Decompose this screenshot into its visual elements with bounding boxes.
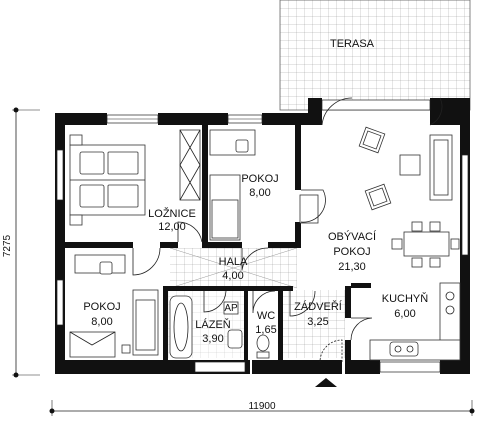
room-name-wc: WC (257, 310, 275, 322)
height-dimension: 7275 (2, 107, 40, 378)
kitchen-furniture (369, 282, 461, 361)
width-dimension-label: 11900 (248, 401, 276, 412)
room-name-hala: HALA (219, 256, 248, 268)
room-name-kuchyn: KUCHYŇ (382, 292, 429, 305)
bedroom-furniture (69, 129, 201, 226)
room-labels: LOŽNICE 12,00 POKOJ 8,00 OBÝVACÍ POKOJ 2… (83, 173, 428, 345)
room-area-kuchyn: 6,00 (394, 308, 415, 320)
room-name2-obyvaci: POKOJ (333, 246, 370, 258)
room-name-loznice: LOŽNICE (148, 207, 196, 220)
room-name-lazen: LÁZEŇ (195, 318, 231, 331)
room-area-hala: 4,00 (222, 270, 243, 282)
height-dimension-label: 7275 (2, 234, 13, 257)
terrace: TERASA (279, 0, 471, 111)
room-name-obyvaci: OBÝVACÍ (328, 230, 377, 243)
room-area-pokoj2: 8,00 (91, 316, 112, 328)
entrance-arrow-icon (315, 378, 337, 387)
interior-walls (65, 125, 371, 361)
room-name-pokoj2: POKOJ (83, 301, 120, 313)
width-dimension: 11900 (49, 400, 475, 416)
appliance-label: AP (224, 303, 238, 314)
room-area-wc: 1,65 (255, 324, 276, 336)
room2-furniture (69, 254, 159, 358)
bathroom-fixtures: AP (169, 295, 243, 359)
room-area-loznice: 12,00 (158, 221, 186, 233)
room-name-pokoj1: POKOJ (241, 173, 278, 185)
room-area-pokoj1: 8,00 (249, 187, 270, 199)
entry-floor (283, 290, 345, 358)
room-area-zadveri: 3,25 (307, 316, 328, 328)
room-name-zadveri: ZÁDVEŘÍ (294, 300, 343, 313)
terrace-label: TERASA (330, 38, 375, 50)
windows (56, 99, 469, 373)
room1-furniture (209, 129, 319, 241)
doors (132, 189, 373, 363)
living-furniture (321, 97, 460, 268)
room-area-lazen: 3,90 (202, 333, 223, 345)
room-area-obyvaci: 21,30 (338, 261, 366, 273)
wc-fixtures (256, 334, 270, 359)
